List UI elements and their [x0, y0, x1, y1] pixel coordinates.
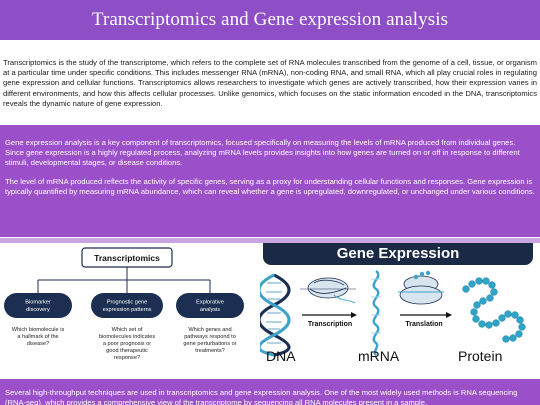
mrna-label: mRNA — [358, 348, 400, 364]
node-explorative-label-2: analysis — [200, 307, 220, 313]
node-prognostic-label-1: Prognostic gene — [107, 300, 147, 306]
question-prognostic-4: good therapeutic — [106, 348, 148, 354]
techniques-paragraph: Several high-throughput techniques are u… — [5, 388, 518, 405]
intro-paragraph: Transcriptomics is the study of the tran… — [3, 58, 537, 108]
root-label: Transcriptomics — [94, 253, 160, 263]
question-explorative-2: pathways respond to — [184, 334, 236, 340]
node-explorative-label-1: Explorative — [196, 300, 224, 306]
node-explorative — [176, 293, 244, 318]
question-explorative-4: treatments? — [195, 348, 225, 354]
protein-label: Protein — [458, 348, 502, 364]
dna-label: DNA — [266, 348, 296, 364]
gene-expression-diagram-svg: Gene Expression Transcription — [257, 235, 533, 364]
question-prognostic-1: Which set of — [112, 327, 143, 333]
question-prognostic-2: biomolecules indicates — [99, 334, 155, 340]
node-biomarker-label-2: discovery — [26, 307, 50, 313]
mrna-strand-icon — [371, 270, 381, 356]
techniques-panel: Several high-throughput techniques are u… — [0, 379, 540, 405]
question-biomarker-1: Which biomolecule is — [12, 327, 65, 333]
dna-helix-icon — [257, 273, 291, 357]
ribosome-icon — [398, 270, 444, 305]
gene-expression-panel: Gene expression analysis is a key compon… — [0, 125, 540, 237]
title-bar: Transcriptomics and Gene expression anal… — [0, 0, 540, 40]
page-title: Transcriptomics and Gene expression anal… — [91, 9, 449, 30]
transcription-label: Transcription — [308, 321, 352, 328]
translation-label: Translation — [405, 321, 442, 328]
gene-expression-diagram: Gene Expression Transcription — [257, 235, 540, 375]
node-biomarker — [4, 293, 72, 318]
translation-arrow-head — [446, 312, 452, 318]
question-prognostic-3: a poor prognosis or — [103, 341, 151, 347]
protein-chain-icon — [462, 277, 526, 343]
rna-polymerase-icon — [300, 277, 356, 304]
question-prognostic-5: response? — [114, 355, 140, 361]
transcriptomics-diagram: Transcriptomics Biomarker discovery Prog… — [0, 243, 260, 375]
transcriptomics-diagram-svg: Transcriptomics Biomarker discovery Prog… — [4, 247, 244, 361]
banner-title: Gene Expression — [337, 245, 460, 262]
question-biomarker-3: disease? — [27, 341, 49, 347]
node-prognostic — [91, 293, 163, 318]
gene-expression-banner — [263, 235, 533, 265]
node-biomarker-label-1: Biomarker — [25, 300, 51, 306]
question-explorative-3: gene perturbations or — [183, 341, 236, 347]
panel-paragraph-1: Gene expression analysis is a key compon… — [5, 138, 520, 168]
panel-divider — [0, 238, 540, 243]
question-biomarker-2: a hallmark of the — [17, 334, 58, 340]
node-prognostic-label-2: expression patterns — [103, 307, 152, 313]
question-explorative-1: Which genes and — [188, 327, 231, 333]
transcription-arrow-head — [351, 312, 357, 318]
panel-paragraph-2: The level of mRNA produced reflects the … — [5, 176, 535, 196]
